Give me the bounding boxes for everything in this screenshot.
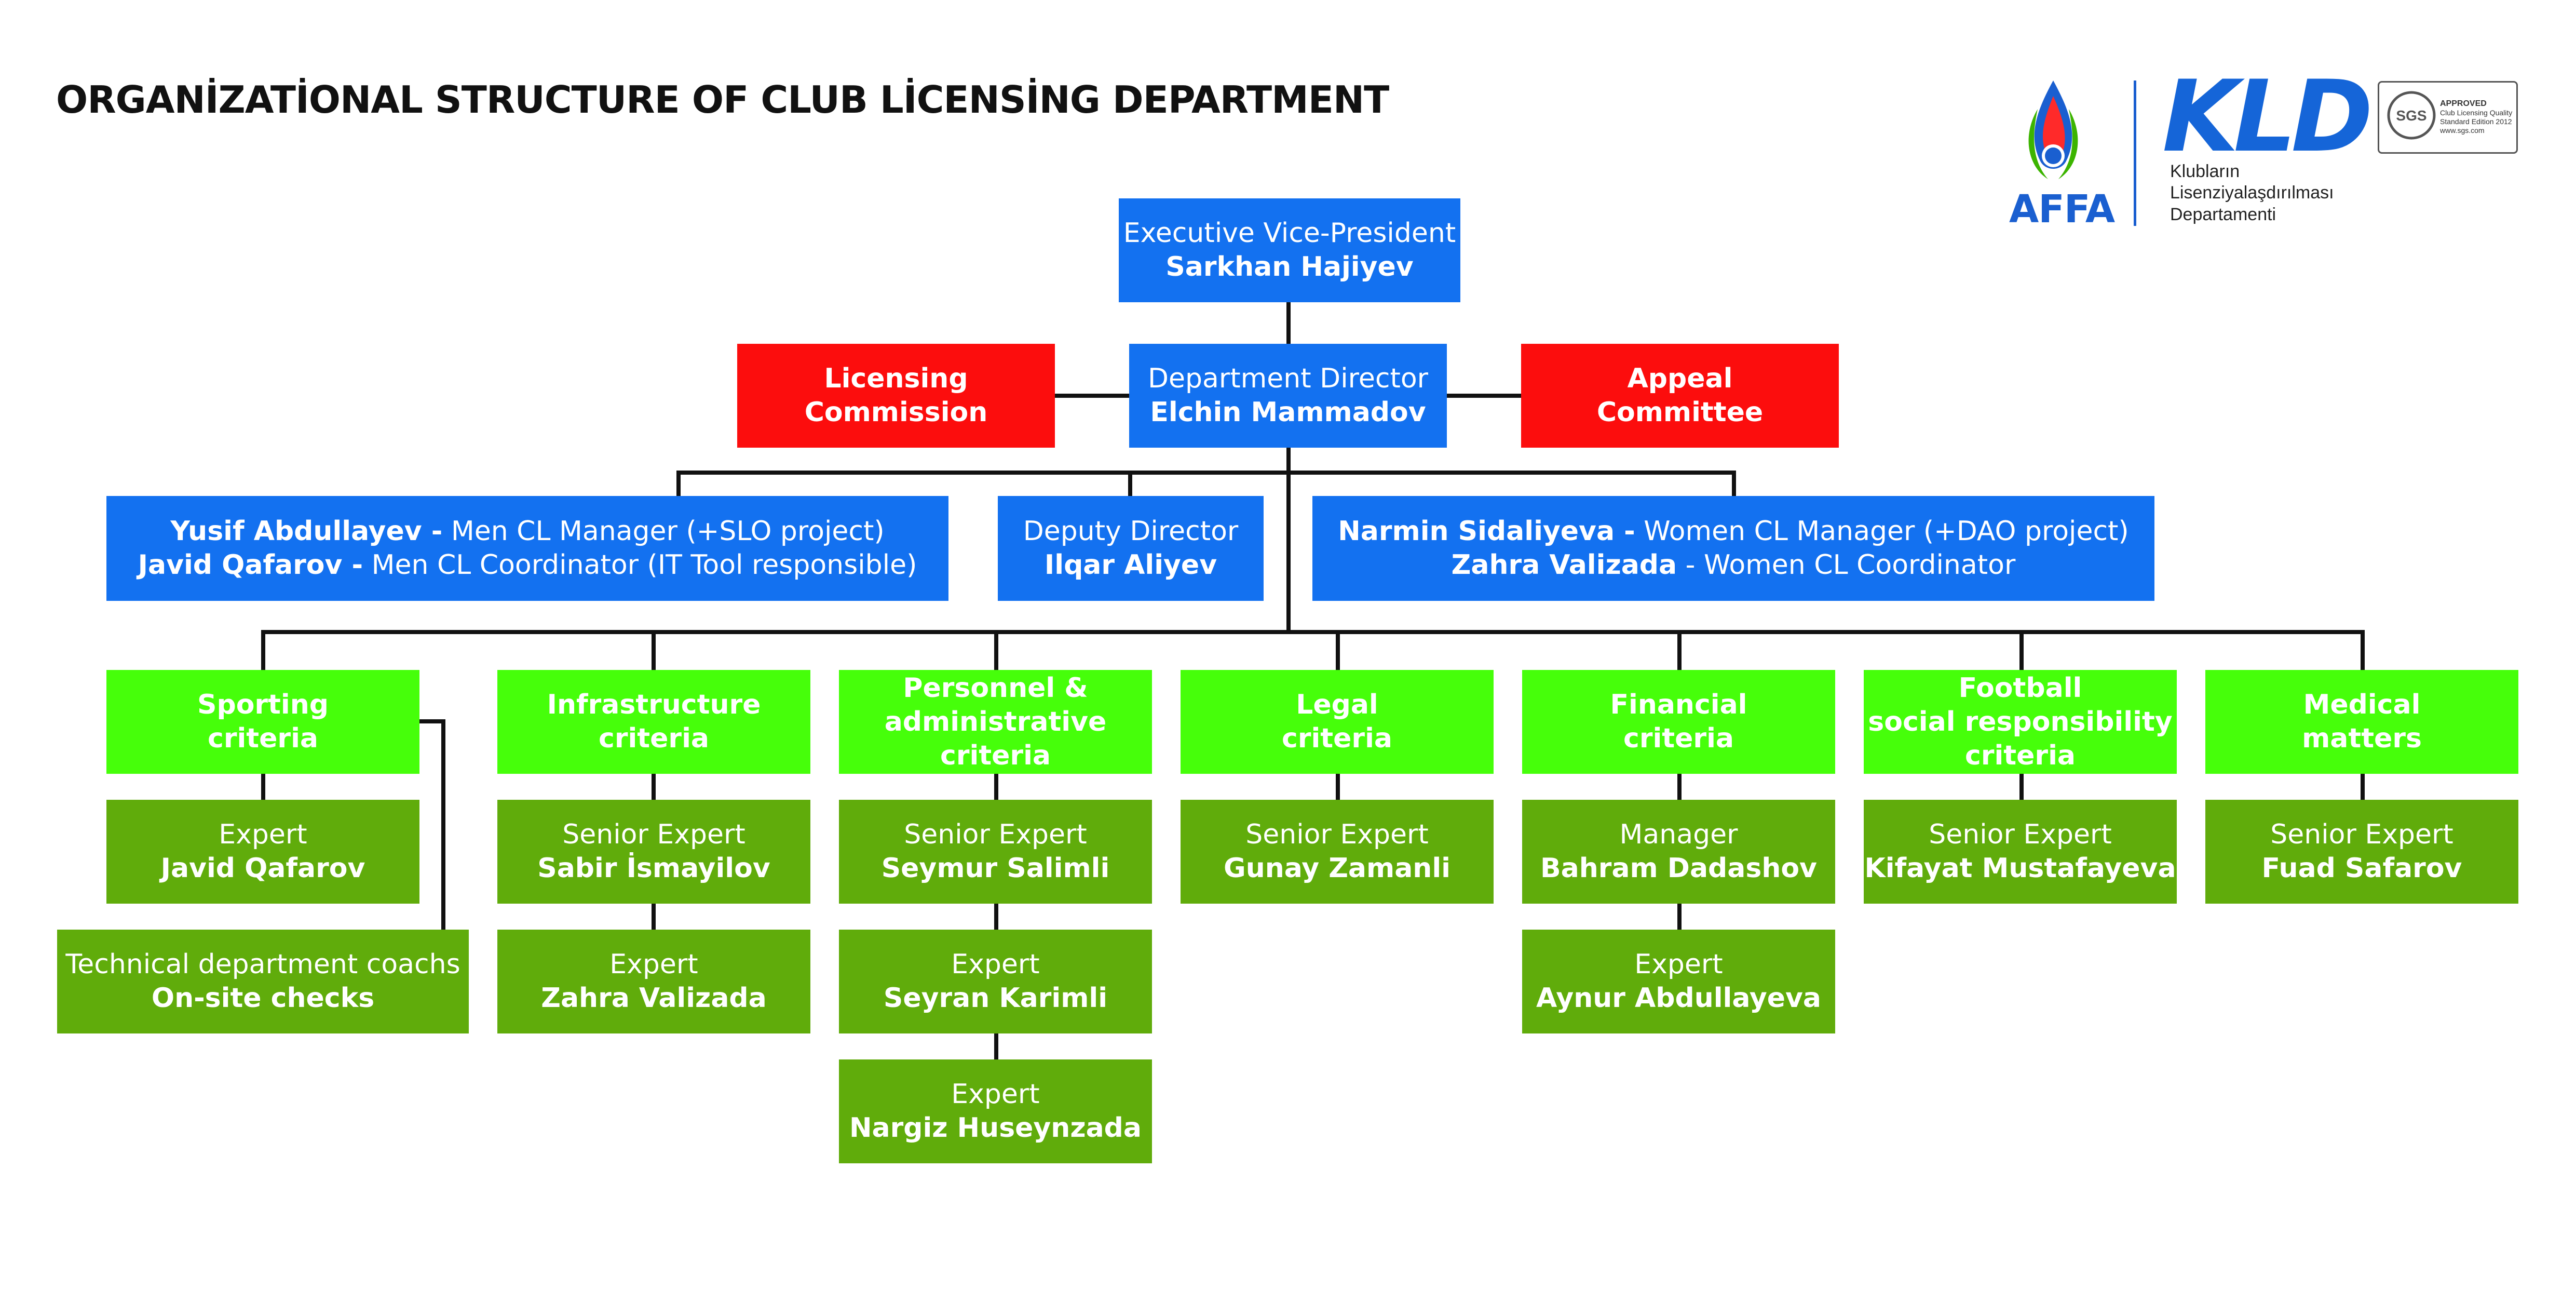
men-cl-managers-box: Yusif Abdullayev - Men CL Manager (+SLO … — [106, 496, 948, 601]
connector-line — [261, 630, 265, 672]
logo-divider — [2134, 80, 2136, 226]
women-cl-managers-box: Narmin Sidaliyeva - Women CL Manager (+D… — [1312, 496, 2154, 601]
connector-line — [261, 630, 2363, 634]
svg-text:SGS: SGS — [2396, 108, 2426, 124]
sporting-expert-box: Expert Javid Qafarov — [106, 800, 419, 904]
appeal-committee-box: Appeal Committee — [1521, 344, 1839, 448]
connector-line — [1446, 394, 1522, 398]
kld-subtitle: Klubların Lisenziyalaşdırılması Departam… — [2170, 162, 2334, 224]
sporting-criteria-box: Sporting criteria — [106, 670, 419, 774]
financial-criteria-box: Financial criteria — [1522, 670, 1835, 774]
sgs-seal-icon: SGS — [2387, 91, 2436, 140]
connector-line — [994, 904, 998, 930]
connector-line — [994, 774, 998, 800]
sgs-text: APPROVED Club Licensing Quality Standard… — [2440, 99, 2513, 135]
connector-line — [261, 774, 265, 800]
football-social-senior-expert-box: Senior Expert Kifayat Mustafayeva — [1864, 800, 2177, 904]
connector-line — [652, 904, 656, 930]
connector-line — [1677, 774, 1682, 800]
connector-line — [2361, 774, 2365, 800]
connector-line — [1054, 394, 1130, 398]
connector-line — [418, 719, 445, 723]
page-title: ORGANİZATİONAL STRUCTURE OF CLUB LİCENSİ… — [56, 78, 1389, 122]
connector-line — [1677, 630, 1682, 672]
affa-logo-icon — [2028, 80, 2078, 179]
connector-line — [994, 1033, 998, 1059]
connector-line — [676, 471, 681, 496]
connector-line — [676, 471, 1736, 475]
medical-senior-expert-box: Senior Expert Fuad Safarov — [2205, 800, 2518, 904]
executive-vice-president-box: Executive Vice-President Sarkhan Hajiyev — [1119, 198, 1460, 302]
connector-line — [1286, 448, 1291, 632]
personnel-senior-expert-box: Senior Expert Seymur Salimli — [839, 800, 1152, 904]
medical-matters-box: Medical matters — [2205, 670, 2518, 774]
personnel-expert-box: Expert Nargiz Huseynzada — [839, 1059, 1152, 1163]
football-social-responsibility-criteria-box: Football social responsibility criteria — [1864, 670, 2177, 774]
financial-expert-box: Expert Aynur Abdullayeva — [1522, 930, 1835, 1033]
deputy-director-box: Deputy Director Ilqar Aliyev — [998, 496, 1264, 601]
personnel-expert-box: Expert Seyran Karimli — [839, 930, 1152, 1033]
connector-line — [652, 630, 656, 672]
connector-line — [1732, 471, 1736, 496]
technical-department-coaches-box: Technical department coachs On-site chec… — [57, 930, 469, 1033]
department-director-box: Department Director Elchin Mammadov — [1129, 344, 1447, 448]
infrastructure-expert-box: Expert Zahra Valizada — [497, 930, 810, 1033]
connector-line — [1336, 774, 1340, 800]
personnel-administrative-criteria-box: Personnel & administrative criteria — [839, 670, 1152, 774]
connector-line — [2019, 774, 2024, 800]
connector-line — [652, 774, 656, 800]
connector-line — [1286, 302, 1291, 346]
connector-line — [441, 719, 445, 931]
connector-line — [2019, 630, 2024, 672]
affa-wordmark: AFFA — [2009, 187, 2115, 232]
sgs-certification-badge — [2378, 81, 2518, 154]
financial-manager-box: Manager Bahram Dadashov — [1522, 800, 1835, 904]
connector-line — [1677, 904, 1682, 930]
connector-line — [1336, 630, 1340, 672]
legal-criteria-box: Legal criteria — [1181, 670, 1494, 774]
kld-wordmark: KLD — [2162, 59, 2373, 174]
connector-line — [1128, 471, 1132, 496]
infrastructure-senior-expert-box: Senior Expert Sabir İsmayilov — [497, 800, 810, 904]
legal-senior-expert-box: Senior Expert Gunay Zamanli — [1181, 800, 1494, 904]
connector-line — [2361, 630, 2365, 672]
licensing-commission-box: Licensing Commission — [737, 344, 1055, 448]
infrastructure-criteria-box: Infrastructure criteria — [497, 670, 810, 774]
connector-line — [994, 630, 998, 672]
